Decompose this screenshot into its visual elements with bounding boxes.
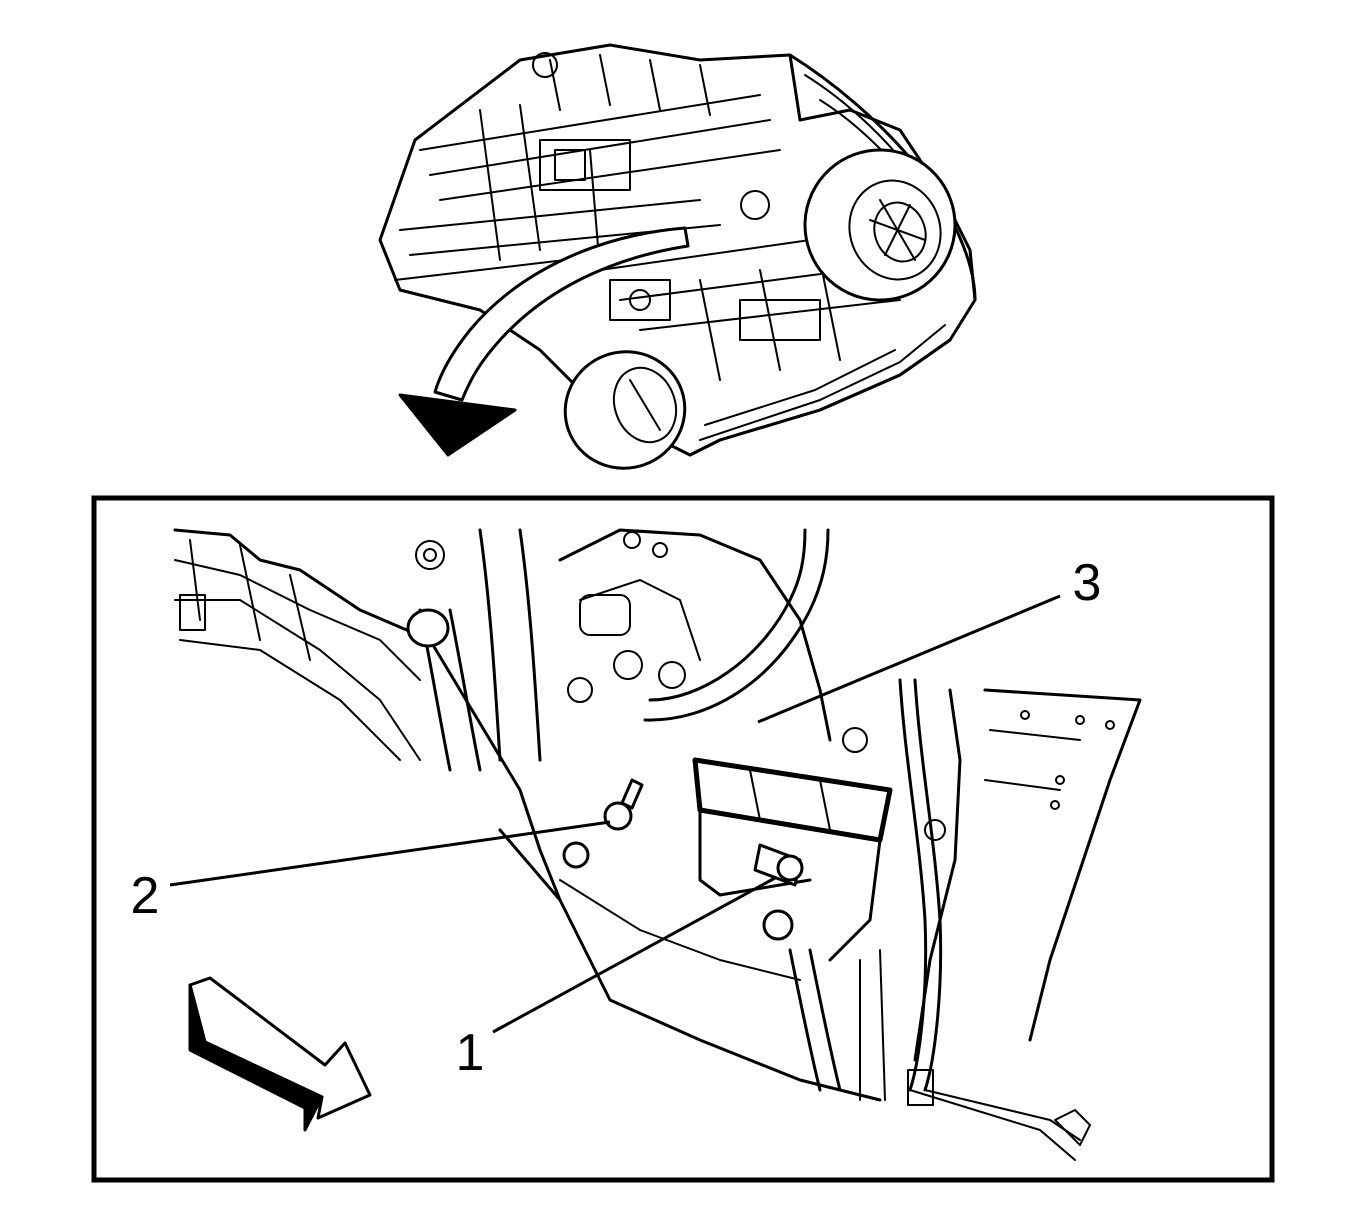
- detail-view: [173, 528, 1142, 1161]
- callout-label-1: 1: [456, 1024, 485, 1082]
- callout-labels: 1 2 3: [131, 554, 1102, 1082]
- leader-line-1: [492, 876, 776, 1034]
- callout-leaders: [169, 594, 1061, 1034]
- curved-arrow-icon: [398, 226, 690, 457]
- direction-arrow-icon: [188, 976, 372, 1132]
- callout-label-3: 3: [1073, 554, 1102, 612]
- leader-line-3: [757, 594, 1061, 724]
- callout-label-2: 2: [131, 867, 160, 925]
- leader-line-2: [169, 820, 611, 887]
- bolt-2: [603, 778, 644, 831]
- detail-frame: [91, 495, 1275, 1183]
- vehicle-overview: [378, 43, 977, 470]
- bolt-1: [753, 843, 804, 887]
